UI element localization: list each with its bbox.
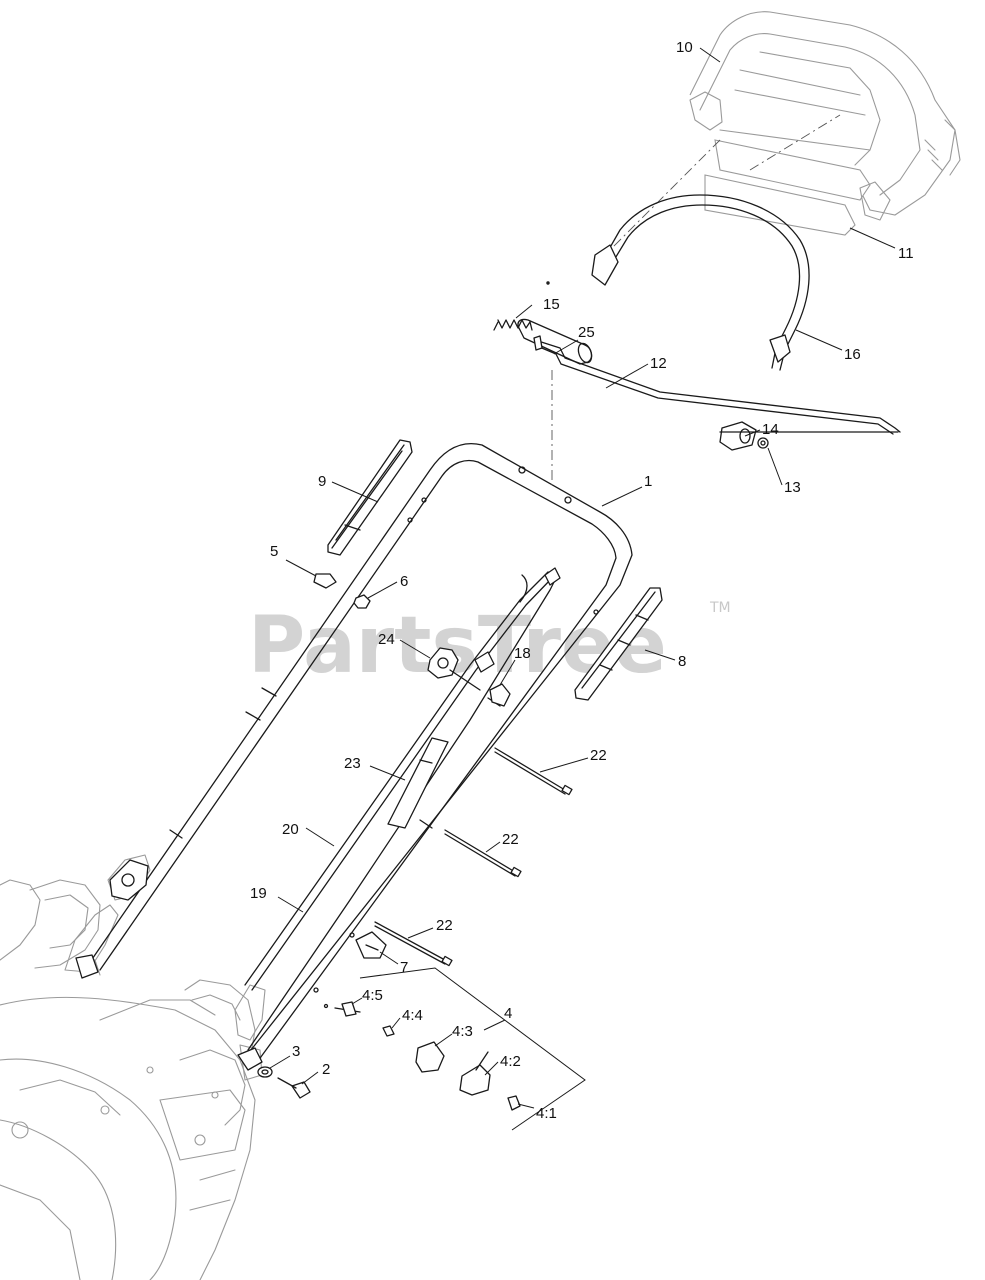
callout-3: 3: [292, 1043, 300, 1060]
callout-4-4: 4:4: [402, 1007, 423, 1024]
callout-13: 13: [784, 479, 801, 496]
upper-handle-10: [599, 11, 961, 261]
mower-deck: [0, 879, 256, 1280]
callout-16: 16: [844, 346, 861, 363]
callout-8: 8: [678, 653, 686, 670]
main-handle-tube: [75, 442, 633, 1071]
callout-4-5: 4:5: [362, 987, 383, 1004]
bolt-2: [277, 1077, 311, 1099]
callout-4-3: 4:3: [452, 1023, 473, 1040]
callout-22-a: 22: [590, 747, 607, 764]
callout-labels: 1 2 3 4 4:1 4:2 4:3 4:4 4:5 5 6 7 8 9 10…: [250, 39, 914, 1122]
callout-11: 11: [898, 245, 914, 262]
washer-3: [257, 1066, 273, 1078]
assembly-4: [323, 967, 586, 1131]
callout-4: 4: [504, 1005, 512, 1022]
leader-lines: [269, 47, 896, 1109]
callout-20: 20: [282, 821, 299, 838]
knob-24: [427, 647, 481, 691]
callout-22-b: 22: [502, 831, 519, 848]
callout-15: 15: [543, 296, 560, 313]
cable-tie-2: [444, 829, 522, 878]
callout-9: 9: [318, 473, 326, 490]
callout-6: 6: [400, 573, 408, 590]
cable-guide-9: [327, 439, 413, 556]
callout-4-1: 4:1: [536, 1105, 557, 1122]
callout-14: 14: [762, 421, 779, 438]
block-14: [719, 421, 899, 451]
callout-22-c: 22: [436, 917, 453, 934]
callout-24: 24: [378, 631, 395, 648]
callout-4-2: 4:2: [500, 1053, 521, 1070]
washer-13: [757, 437, 769, 449]
lower-knob-left: [109, 859, 149, 901]
spring-15: [493, 281, 550, 331]
control-cables: [244, 567, 561, 1051]
nut-6: [353, 594, 371, 609]
cable-tie-3: [374, 921, 453, 967]
callout-19: 19: [250, 885, 267, 902]
callout-5: 5: [270, 543, 278, 560]
callout-18: 18: [514, 645, 531, 662]
clip-5: [313, 573, 337, 589]
callout-12: 12: [650, 355, 667, 372]
callout-1: 1: [644, 473, 652, 490]
upper-handle-end-11: [859, 181, 891, 221]
cable-guide-8: [574, 587, 663, 701]
callout-23: 23: [344, 755, 361, 772]
callout-2: 2: [322, 1061, 330, 1078]
callout-7: 7: [400, 959, 408, 976]
cable-tie-1: [494, 747, 573, 796]
bracket-7: [355, 931, 387, 959]
callout-25: 25: [578, 324, 595, 341]
rod-12: [533, 335, 901, 435]
grip-25: [517, 318, 593, 485]
decal-23: [387, 737, 449, 829]
watermark-trademark: TM: [709, 600, 731, 616]
bail-16: [591, 194, 810, 371]
callout-10: 10: [676, 39, 693, 56]
